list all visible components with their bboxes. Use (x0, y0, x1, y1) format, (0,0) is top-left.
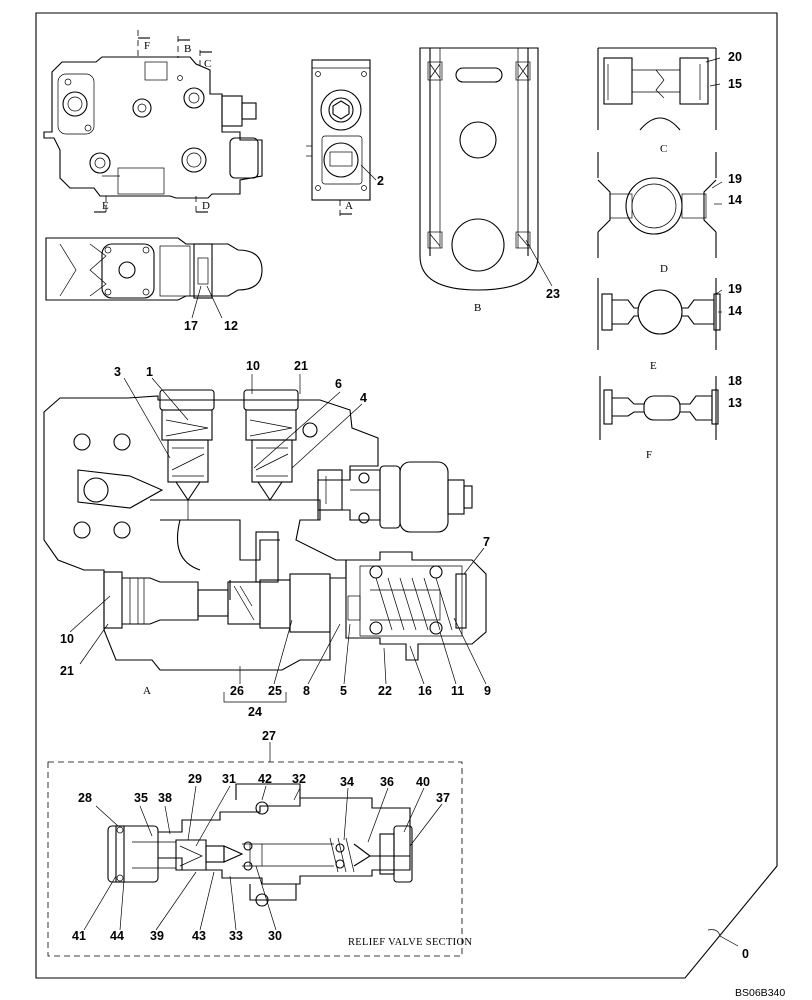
callout: 4 (360, 391, 367, 405)
callout: 21 (60, 664, 74, 678)
callout: 20 (728, 50, 742, 64)
callout: 32 (292, 772, 306, 786)
callout: 6 (335, 377, 342, 391)
callout: 24 (248, 705, 262, 719)
callout: 19 (728, 172, 742, 186)
callout: 17 (184, 319, 198, 333)
callout: 3 (114, 365, 121, 379)
section-d-view (597, 152, 723, 258)
view-labels: F B C E D A B C D E F A (102, 40, 668, 697)
callout: 12 (224, 319, 238, 333)
callout: 18 (728, 374, 742, 388)
callout: 1 (146, 365, 153, 379)
callout: 16 (418, 684, 432, 698)
callout: 21 (294, 359, 308, 373)
callout: 26 (230, 684, 244, 698)
view-label-e-marker: E (102, 200, 109, 212)
sheet-frame (35, 12, 778, 979)
view-label-b: B (474, 302, 481, 314)
view-label-b-marker: B (184, 43, 191, 55)
callout: 0 (742, 947, 749, 961)
callout: 29 (188, 772, 202, 786)
callout: 33 (229, 929, 243, 943)
view-label-f: F (646, 449, 652, 461)
view-label-a: A (143, 685, 151, 697)
valve-external-top-view (43, 30, 263, 216)
callout: 37 (436, 791, 450, 805)
callout: 14 (728, 193, 742, 207)
callout: 9 (484, 684, 491, 698)
view-label-f-marker: F (144, 40, 150, 52)
callout: 23 (546, 287, 560, 301)
valve-side-view-a (306, 59, 377, 218)
callout: 13 (728, 396, 742, 410)
callout: 10 (60, 632, 74, 646)
callout: 11 (451, 684, 464, 698)
view-label-a-marker: A (345, 200, 353, 212)
callout: 35 (134, 791, 148, 805)
section-e-view (597, 278, 723, 350)
section-c-view (597, 47, 721, 131)
view-label-c-marker: C (204, 58, 211, 70)
view-label-c: C (660, 143, 667, 155)
callout: 36 (380, 775, 394, 789)
callout: 25 (268, 684, 282, 698)
callout: 27 (262, 729, 276, 743)
callout-numbers: 20 15 19 14 19 14 18 13 2 23 17 12 3 1 1… (60, 50, 749, 961)
callout: 30 (268, 929, 282, 943)
callout: 38 (158, 791, 172, 805)
callout: 5 (340, 684, 347, 698)
main-section-a (43, 374, 487, 703)
callout: 15 (728, 77, 742, 91)
callout: 39 (150, 929, 164, 943)
section-b-view (419, 47, 553, 291)
callout: 42 (258, 772, 272, 786)
callout: 14 (728, 304, 742, 318)
view-label-e: E (650, 360, 657, 372)
callout: 19 (728, 282, 742, 296)
callout: 8 (303, 684, 310, 698)
relief-valve-section (47, 742, 739, 957)
relief-valve-caption: RELIEF VALVE SECTION (348, 937, 472, 948)
view-label-d: D (660, 263, 668, 275)
callout: 43 (192, 929, 206, 943)
view-label-d-marker: D (202, 200, 210, 212)
callout: 10 (246, 359, 260, 373)
callout: 7 (483, 535, 490, 549)
section-f-view (599, 376, 719, 440)
callout: 31 (222, 772, 236, 786)
valve-side-view-lower (45, 237, 263, 319)
callout: 40 (416, 775, 430, 789)
drawing-code: BS06B340 (735, 987, 785, 999)
callout: 34 (340, 775, 354, 789)
callout: 44 (110, 929, 124, 943)
callout: 41 (72, 929, 86, 943)
callout: 2 (377, 174, 384, 188)
callout: 28 (78, 791, 92, 805)
callout: 22 (378, 684, 392, 698)
